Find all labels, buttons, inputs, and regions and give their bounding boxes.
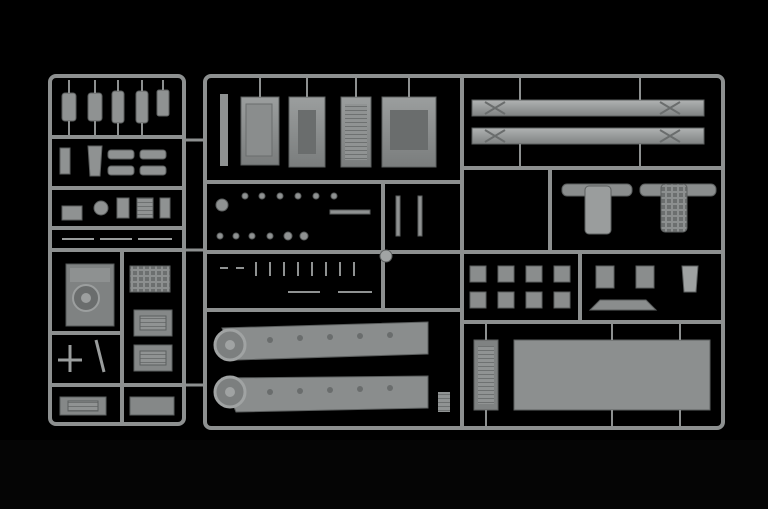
small-boxes bbox=[59, 396, 175, 416]
lower-hull-sides bbox=[213, 321, 429, 413]
floor-shadow bbox=[0, 440, 768, 509]
deck-plate bbox=[513, 339, 711, 411]
hull-rivets bbox=[267, 332, 393, 395]
cabinet-parts bbox=[133, 309, 173, 372]
small-fittings bbox=[215, 192, 423, 263]
cylinder-stems bbox=[68, 80, 164, 137]
axle-rod bbox=[220, 94, 228, 166]
small-parts-row-2 bbox=[59, 145, 167, 177]
small-fittings-row-2 bbox=[220, 262, 372, 293]
grid-part bbox=[129, 265, 171, 293]
main-sprue-frame bbox=[203, 74, 725, 430]
side-plate-slats bbox=[478, 346, 494, 404]
rail-beams bbox=[471, 99, 705, 145]
small-parts-row-3 bbox=[61, 197, 171, 221]
armor-plates bbox=[240, 96, 437, 168]
sprue-gates bbox=[259, 76, 681, 428]
frame-connector bbox=[184, 138, 205, 387]
bracket-parts bbox=[469, 265, 699, 311]
lever-parts bbox=[58, 339, 106, 373]
left-sprue-frame bbox=[48, 74, 186, 426]
axle-assemblies bbox=[561, 183, 717, 235]
wheel-hub-assembly bbox=[65, 263, 115, 327]
vent-block bbox=[438, 392, 450, 412]
